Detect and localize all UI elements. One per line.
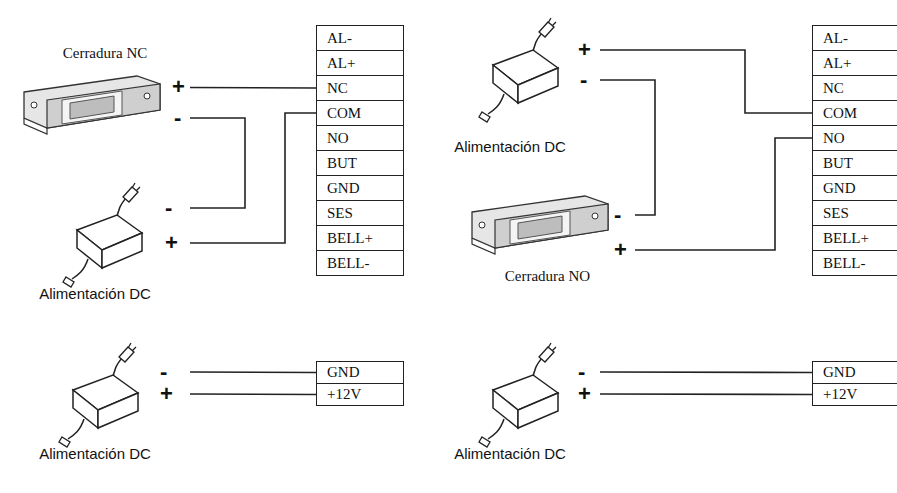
wire (190, 113, 316, 243)
wire (190, 393, 316, 395)
wire (600, 80, 655, 215)
terminal-cell: GND (316, 361, 404, 384)
terminal-cell: BUT (316, 150, 404, 176)
terminal-label: BUT (813, 155, 853, 172)
terminal-cell: NO (812, 125, 897, 151)
terminal-cell: BELL+ (812, 225, 897, 251)
terminal-label: NO (813, 130, 845, 147)
terminal-label: SES (813, 205, 849, 222)
terminal-cell: NC (316, 75, 404, 101)
polarity-sign: + (578, 39, 591, 61)
part-caption: Alimentación DC (454, 138, 566, 155)
terminal-cell: BUT (812, 150, 897, 176)
terminal-cell: COM (812, 100, 897, 126)
terminal-label: +12V (813, 386, 857, 403)
terminal-cell: GND (812, 175, 897, 201)
device-part: Cerradura NO (460, 180, 635, 285)
terminal-label: NO (317, 130, 349, 147)
wire (635, 138, 812, 250)
terminal-cell: BELL- (812, 250, 897, 276)
terminal-label: AL- (317, 30, 352, 47)
polarity-sign: + (160, 383, 173, 405)
polarity-sign: + (172, 76, 185, 98)
device-part: Alimentación DC (0, 165, 190, 302)
terminal-label: COM (317, 105, 361, 122)
terminal-cell: AL- (316, 25, 404, 51)
terminal-cell: GND (812, 361, 897, 384)
part-caption: Alimentación DC (454, 445, 566, 462)
polarity-sign: + (165, 232, 178, 254)
terminal-label: BUT (317, 155, 357, 172)
device-part: Alimentación DC (420, 5, 600, 155)
part-caption: Alimentación DC (39, 285, 151, 302)
device-part: Alimentación DC (420, 335, 600, 462)
terminal-cell: SES (316, 200, 404, 226)
wire (600, 371, 812, 373)
wire (600, 50, 812, 113)
polarity-sign: + (578, 383, 591, 405)
wire (190, 118, 245, 208)
part-caption: Cerradura NO (505, 268, 590, 285)
part-caption: Cerradura NC (63, 45, 148, 62)
terminal-cell: NO (316, 125, 404, 151)
polarity-sign: - (165, 197, 172, 219)
terminal-cell: +12V (812, 383, 897, 406)
polarity-sign: - (578, 361, 585, 383)
device-part: Cerradura NC (20, 45, 190, 143)
terminal-label: +12V (317, 386, 361, 403)
terminal-label: SES (317, 205, 353, 222)
terminal-cell: SES (812, 200, 897, 226)
terminal-label: NC (317, 80, 348, 97)
terminal-label: AL+ (317, 55, 355, 72)
terminal-cell: GND (316, 175, 404, 201)
terminal-cell: COM (316, 100, 404, 126)
wire (190, 371, 316, 373)
polarity-sign: + (614, 239, 627, 261)
terminal-cell: AL+ (316, 50, 404, 76)
part-caption: Alimentación DC (39, 445, 151, 462)
terminal-label: AL- (813, 30, 848, 47)
terminal-label: GND (813, 180, 856, 197)
wire (190, 87, 316, 89)
polarity-sign: - (614, 204, 621, 226)
terminal-cell: NC (812, 75, 897, 101)
terminal-cell: +12V (316, 383, 404, 406)
terminal-cell: BELL- (316, 250, 404, 276)
terminal-label: COM (813, 105, 857, 122)
terminal-label: BELL- (813, 255, 866, 272)
terminal-label: BELL- (317, 255, 370, 272)
terminal-cell: AL- (812, 25, 897, 51)
terminal-cell: BELL+ (316, 225, 404, 251)
terminal-label: BELL+ (317, 230, 373, 247)
polarity-sign: - (174, 107, 181, 129)
polarity-sign: - (160, 361, 167, 383)
terminal-label: GND (317, 364, 360, 381)
terminal-label: BELL+ (813, 230, 869, 247)
terminal-label: NC (813, 80, 844, 97)
terminal-label: GND (317, 180, 360, 197)
wire (600, 393, 812, 395)
terminal-cell: AL+ (812, 50, 897, 76)
terminal-label: AL+ (813, 55, 851, 72)
terminal-label: GND (813, 364, 856, 381)
polarity-sign: - (580, 69, 587, 91)
